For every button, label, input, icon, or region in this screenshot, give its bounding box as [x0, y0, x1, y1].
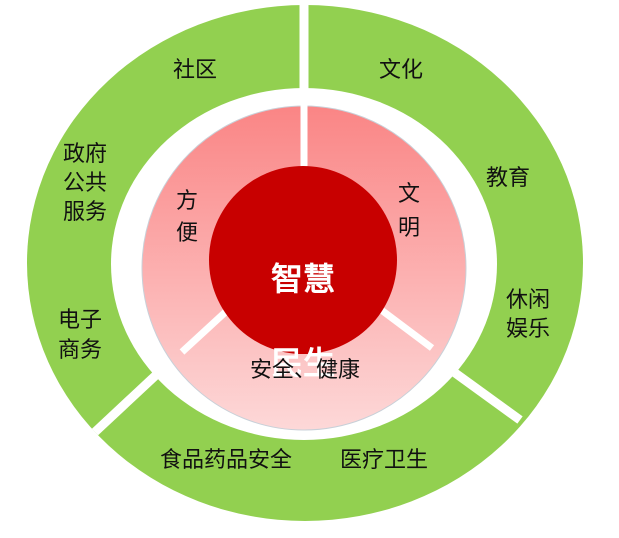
inner-label-civilization: 文 明	[397, 182, 420, 241]
inner-divider-lower-left	[179, 303, 235, 355]
center-title: 智慧 民生	[248, 216, 358, 426]
outer-label-education: 教育	[485, 166, 530, 191]
center-red-circle	[209, 166, 397, 354]
center-title-line1: 智慧	[270, 260, 335, 298]
outer-label-e-commerce: 电子 商务	[57, 308, 102, 363]
inner-label-safety-health: 安全、健康	[249, 358, 360, 383]
outer-label-medical-health: 医疗卫生	[340, 448, 429, 473]
outer-label-government-services: 政府 公共 服务	[62, 142, 107, 225]
inner-label-convenience: 方 便	[175, 189, 198, 246]
outer-label-food-drug-safety: 食品药品安全	[160, 448, 293, 473]
outer-divider-lower-right	[437, 358, 523, 424]
outer-divider-lower-left	[91, 358, 174, 436]
inner-divider-lower-right	[373, 303, 435, 351]
center-title-line2: 民生	[270, 344, 335, 382]
outer-label-culture: 文化	[378, 58, 423, 83]
outer-label-leisure: 休闲 娱乐	[505, 288, 550, 342]
outer-label-community: 社区	[172, 58, 217, 83]
